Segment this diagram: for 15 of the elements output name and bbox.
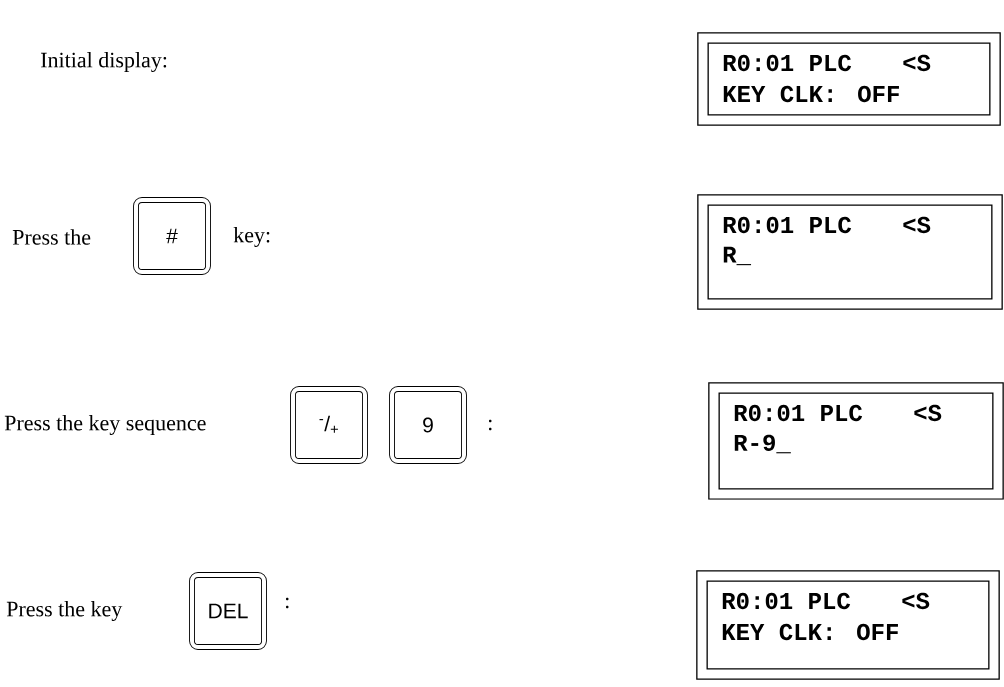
instruction-text: Press the [12, 229, 91, 245]
lcd-display: R0:01 PLC <S KEY CLK: OFF [696, 570, 1000, 680]
instruction-text: key: [233, 227, 270, 247]
instruction-text: Initial display: [41, 52, 167, 72]
instruction-text: : [488, 419, 492, 431]
instruction-text: Press the key sequence [4, 415, 206, 435]
key-button: DEL [189, 572, 267, 650]
key-button: 9 [389, 386, 467, 464]
key-button: $^{-}$/$_{+}$ [290, 386, 368, 464]
lcd-display: R0:01 PLC <S R-9_ [708, 382, 1004, 500]
lcd-display: R0:01 PLC <S R_ [697, 194, 1003, 310]
key-button: # [133, 197, 211, 275]
lcd-display: R0:01 PLC <S KEY CLK: OFF [697, 32, 1001, 126]
instruction-text: Press the key [6, 601, 123, 621]
instruction-text: : [285, 597, 289, 609]
